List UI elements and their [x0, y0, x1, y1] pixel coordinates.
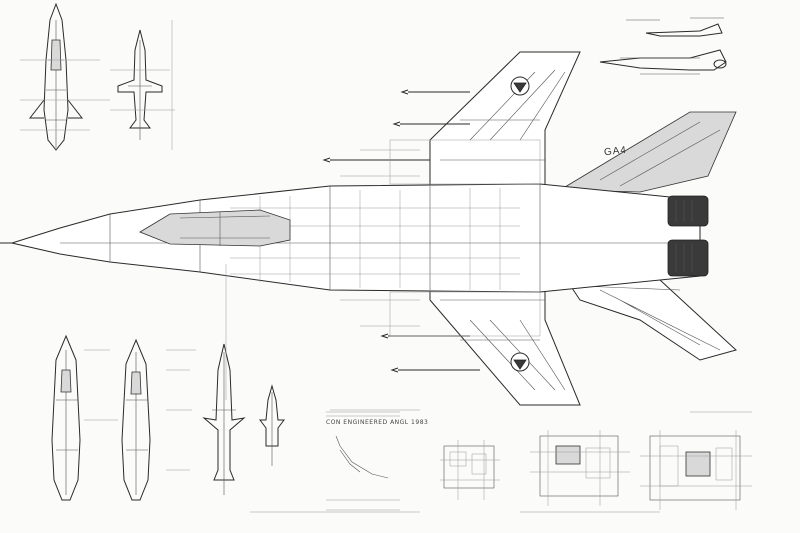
main-aircraft-plan-view: [0, 51, 737, 406]
bottom-schematic-panel-1: [440, 440, 500, 500]
bottom-left-elevation-views: [51, 334, 196, 501]
top-left-side-view: [20, 2, 110, 151]
bottom-detail-panel-left: [326, 411, 400, 511]
detail-panel-title: CON ENGINEERED ANGL 1983: [326, 419, 429, 426]
top-left-plan-view: [110, 20, 175, 150]
bottom-center-side-views: [202, 343, 285, 495]
top-right-profile-views: [599, 17, 727, 75]
bottom-schematic-panel-3: [640, 430, 752, 510]
bottom-schematic-panel-2: [530, 430, 630, 506]
construction-lines: [225, 264, 752, 513]
